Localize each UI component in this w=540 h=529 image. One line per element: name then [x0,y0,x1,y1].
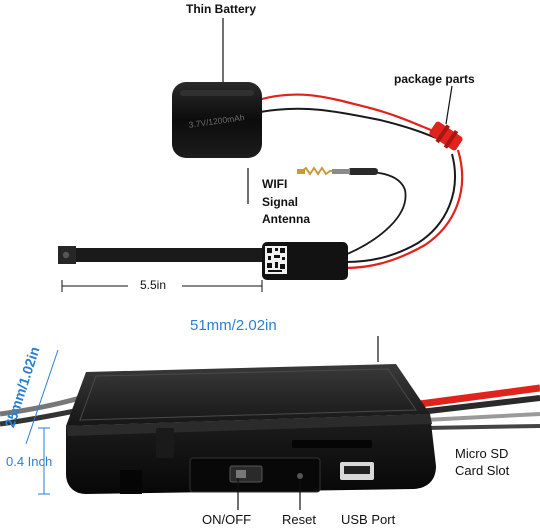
module-wire-red [344,149,464,270]
module-wire-black [344,153,456,263]
usb-label: USB Port [341,512,396,527]
on-off-switch [229,465,263,483]
package-parts-label: package parts [394,72,475,86]
micro-sd-slot [292,440,372,448]
on-off-label: ON/OFF [202,512,252,527]
battery-label: Thin Battery [186,2,257,16]
battery-wire-black [259,107,437,139]
wifi-antenna [297,166,378,176]
height-dimension [38,427,50,495]
width-label: 51mm/2.02in [190,317,277,334]
reset-label: Reset [282,512,316,527]
length-label: 5.5in [140,278,167,292]
camera-ribbon-cable [58,246,270,264]
wifi-label-line3: Antenna [262,212,310,226]
height-label: 0.4 Inch [6,454,53,469]
sd-label-line2: Card Slot [455,463,510,478]
usb-port [340,462,374,480]
module-cables-right [419,384,540,430]
sd-label-line1: Micro SD [455,446,509,461]
dvr-module-box [66,364,436,494]
depth-dimension [25,349,59,445]
red-connector [429,121,463,151]
control-module-small [262,242,348,280]
wifi-label-line1: WIFI [262,177,288,191]
thin-battery: 3.7V/1200mAh [172,82,262,158]
wifi-label-line2: Signal [262,195,299,209]
reset-button [297,473,303,479]
antenna-wire [344,171,407,256]
package-parts-leader-line [445,85,453,125]
pinhole-camera-lens [62,251,70,259]
length-dimension [61,280,263,292]
battery-wire-red [257,93,437,134]
